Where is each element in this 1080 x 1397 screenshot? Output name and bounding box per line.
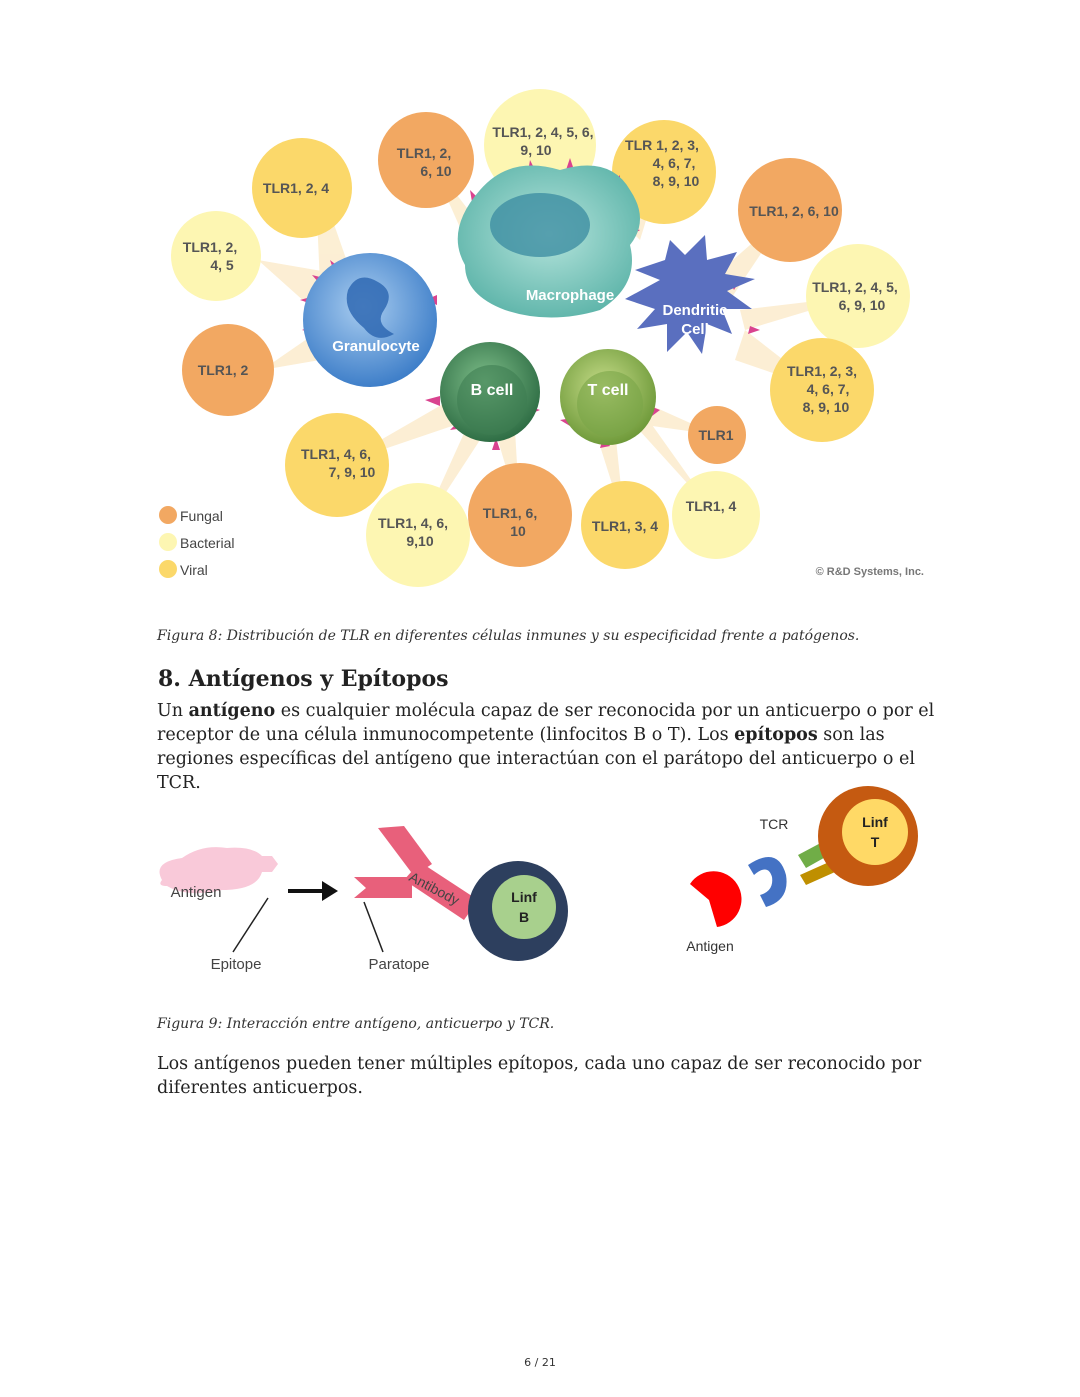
bubble-label: TLR1, 3, 4 [592, 518, 658, 534]
dendritic-cell [625, 235, 755, 354]
paragraph-antigen-definition: Un antígeno es cualquier molécula capaz … [157, 701, 935, 793]
bubble-label: TLR1, 2 [198, 362, 249, 378]
epitope-label: Epitope [211, 956, 262, 973]
linf-t-nucleus [842, 799, 908, 865]
epitope-pointer [232, 897, 269, 953]
page-number: 6 / 21 [524, 1356, 556, 1369]
tcr-label: TCR [760, 816, 789, 832]
legend: Fungal Bacterial Viral [159, 506, 234, 578]
bubble-label: TLR1, 2, 4 [263, 180, 329, 196]
bold-epitopos: epítopos [734, 725, 818, 745]
t-cell-label: T cell [588, 382, 629, 399]
granulocyte-nucleus [346, 277, 394, 338]
bubble-label: TLR1, 2,6, 10 [397, 145, 452, 179]
bubble-label: TLR1, 4, 6,7, 9, 10 [301, 446, 376, 480]
antibody-shape [354, 826, 478, 920]
arrow-icon [288, 881, 338, 901]
t-cell-nucleus [577, 371, 643, 437]
bubble-label: TLR1, 2,4, 5 [183, 239, 237, 273]
legend-swatch-viral [159, 560, 177, 578]
tlr-bubbles [171, 89, 910, 587]
bubble-label: TLR1 [699, 427, 734, 443]
bubble-label: TLR1, 2, 4, 5,6, 9, 10 [812, 279, 898, 313]
paragraph-multiple-epitopes: Los antígenos pueden tener múltiples epí… [157, 1054, 922, 1098]
b-cell-nucleus [457, 365, 527, 435]
bubble-label: TLR1, 2, 4, 5, 6,9, 10 [492, 124, 593, 158]
credit-text: © R&D Systems, Inc. [816, 566, 924, 578]
antigen-left-label: Antigen [171, 884, 222, 901]
paratope-label: Paratope [369, 956, 430, 973]
bubble-label: TLR1, 4, 6,9,10 [378, 515, 448, 549]
macrophage-nucleus [490, 193, 590, 257]
antigen-right-label: Antigen [686, 938, 733, 954]
bubble-label: TLR1, 2, 3,4, 6, 7,8, 9, 10 [787, 363, 857, 415]
legend-swatch-bacterial [159, 533, 177, 551]
linf-b-nucleus [492, 875, 556, 939]
bubble-label: TLR1, 6,10 [483, 505, 537, 539]
tcr-binding-site [748, 857, 787, 907]
antigen-blob [159, 847, 278, 894]
antigen-pacman [690, 871, 742, 927]
b-cell-label: B cell [471, 382, 514, 399]
figure-8-caption: Figura 8: Distribución de TLR en diferen… [157, 628, 860, 644]
paratope-pointer [363, 901, 384, 953]
section-heading: 8. Antígenos y Epítopos [158, 666, 449, 692]
legend-label-fungal: Fungal [180, 508, 223, 524]
bubble-labels: TLR1, 2,4, 5 TLR1, 2, 4 TLR1, 2 TLR1, 2,… [183, 124, 898, 549]
legend-swatch-fungal [159, 506, 177, 524]
bubble-label: TLR 1, 2, 3,4, 6, 7,8, 9, 10 [625, 137, 700, 189]
bubble-label: TLR1, 2, 6, 10 [749, 203, 839, 219]
macrophage-label: Macrophage [526, 287, 614, 304]
figure-9-caption: Figura 9: Interacción entre antígeno, an… [157, 1016, 555, 1032]
legend-label-bacterial: Bacterial [180, 535, 234, 551]
figure-8-tlr-diagram: TLR1, 2,4, 5 TLR1, 2, 4 TLR1, 2 TLR1, 2,… [159, 89, 924, 587]
granulocyte-label: Granulocyte [332, 338, 420, 355]
legend-label-viral: Viral [180, 562, 208, 578]
bold-antigeno: antígeno [188, 701, 276, 721]
bubble-label: TLR1, 4 [686, 498, 737, 514]
